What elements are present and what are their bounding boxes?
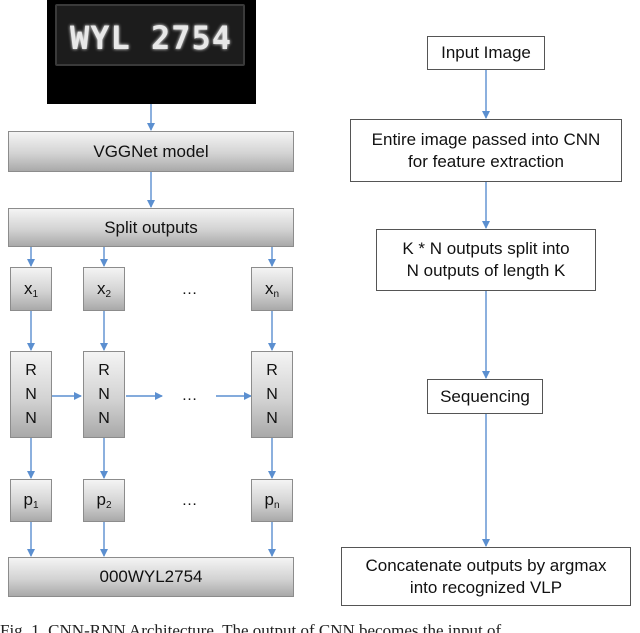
rnn-box-1: R N N xyxy=(10,351,52,438)
output-pn-box: pn xyxy=(251,479,293,522)
rnn-letter: N xyxy=(25,409,37,427)
step-concatenate: Concatenate outputs by argmax into recog… xyxy=(341,547,631,606)
rnn-letter: N xyxy=(266,385,278,403)
step-input-image: Input Image xyxy=(427,36,545,70)
input-x1-label: x1 xyxy=(23,278,39,300)
step-sequencing: Sequencing xyxy=(427,379,543,414)
license-plate-image: WYL 2754 xyxy=(47,0,256,104)
rnn-letter: N xyxy=(25,385,37,403)
step-label: Sequencing xyxy=(440,386,530,406)
rnn-box-2: R N N xyxy=(83,351,125,438)
rnn-letter: N xyxy=(98,409,110,427)
cnn-model-label: VGGNet model xyxy=(93,141,209,161)
step-label-line: into recognized VLP xyxy=(409,577,563,597)
cnn-model-box: VGGNet model xyxy=(8,131,294,172)
result-label: 000WYL2754 xyxy=(99,567,203,586)
input-xn-box: xn xyxy=(251,267,293,311)
rnn-box-n: R N N xyxy=(251,351,293,438)
rnn-letter: R xyxy=(25,361,37,379)
input-x2-label: x2 xyxy=(96,278,112,300)
plate-text: WYL 2754 xyxy=(69,19,233,57)
input-x2-box: x2 xyxy=(83,267,125,311)
step-label: Input Image xyxy=(441,43,531,62)
split-outputs-box: Split outputs xyxy=(8,208,294,247)
step-cnn-feature-extraction: Entire image passed into CNN for feature… xyxy=(350,119,622,182)
rnn-ellipsis: … xyxy=(181,387,199,404)
split-outputs-label: Split outputs xyxy=(104,217,198,237)
input-x1-box: x1 xyxy=(10,267,52,311)
rnn-letter: N xyxy=(266,409,278,427)
output-p1-box: p1 xyxy=(10,479,52,522)
step-label-line: N outputs of length K xyxy=(406,261,566,280)
output-pn-label: pn xyxy=(264,490,280,511)
input-ellipsis: … xyxy=(181,281,199,298)
rnn-letter: N xyxy=(98,385,110,403)
result-box: 000WYL2754 xyxy=(8,557,294,597)
step-label-line: Concatenate outputs by argmax xyxy=(365,555,607,575)
rnn-letter: R xyxy=(98,361,110,379)
output-p2-label: p2 xyxy=(96,490,112,511)
rnn-letter: R xyxy=(266,361,278,379)
step-label-line: K * N outputs split into xyxy=(402,239,570,258)
step-split-outputs: K * N outputs split into N outputs of le… xyxy=(376,229,596,291)
output-ellipsis: … xyxy=(181,492,199,509)
input-xn-label: xn xyxy=(264,278,280,300)
figure-caption: Fig. 1. CNN-RNN Architecture. The output… xyxy=(0,621,502,633)
output-p2-box: p2 xyxy=(83,479,125,522)
step-label-line: Entire image passed into CNN xyxy=(371,129,601,149)
step-label-line: for feature extraction xyxy=(408,151,564,171)
output-p1-label: p1 xyxy=(23,490,39,511)
plate-frame xyxy=(55,4,245,66)
